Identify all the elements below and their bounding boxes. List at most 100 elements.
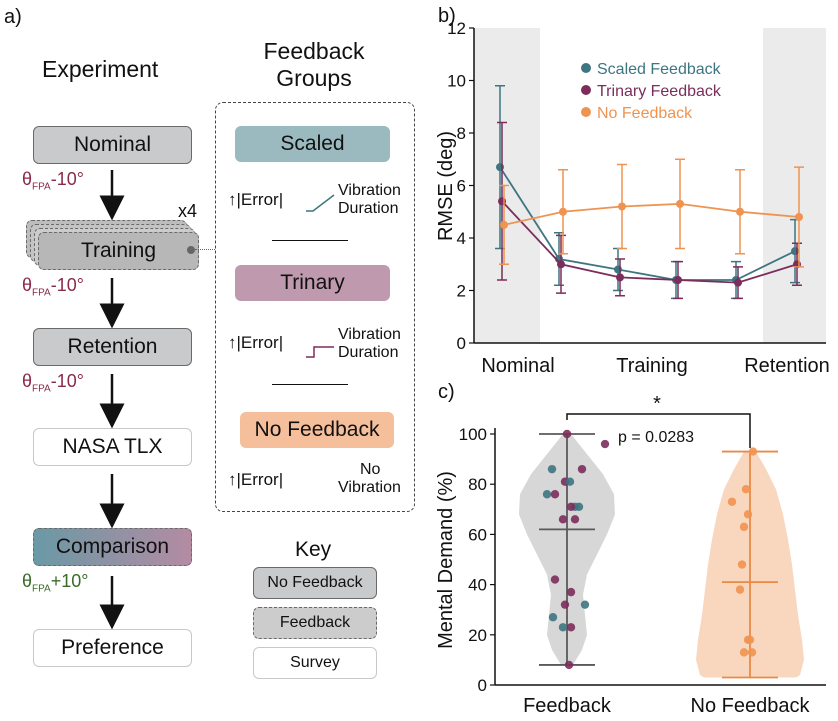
b-point	[496, 163, 504, 172]
theta-value: -10°	[50, 275, 84, 295]
step-retention-box: Retention	[33, 328, 192, 366]
c-point	[547, 464, 557, 474]
key-no-feedback: No Feedback	[253, 567, 377, 599]
b-series-line	[499, 166, 796, 281]
b-series-line	[501, 200, 798, 284]
b-legend-label: No Feedback	[597, 105, 693, 122]
b-xtick-label: Nominal	[481, 355, 554, 377]
feedback-groups-container	[215, 102, 415, 512]
nofb-no-text: No	[360, 461, 381, 478]
theta-symbol: θ	[22, 371, 33, 391]
step-training-label: Training	[80, 239, 157, 262]
b-point	[736, 207, 744, 216]
c-significance-bracket	[566, 413, 751, 448]
c-point	[735, 585, 745, 594]
b-point	[791, 247, 799, 256]
c-point	[542, 490, 552, 499]
c-point	[739, 522, 749, 532]
b-point	[734, 278, 742, 287]
c-point	[548, 613, 558, 622]
trinary-error-text: ↑|Error|	[228, 333, 284, 352]
c-point	[560, 600, 570, 609]
c-point	[564, 660, 574, 670]
group-trinary-box: Trinary	[235, 265, 390, 301]
trinary-vibration-text: Vibration	[338, 326, 401, 343]
theta-sub: FPA	[32, 383, 51, 395]
key-survey: Survey	[253, 647, 377, 679]
b-point	[616, 273, 624, 282]
c-point	[562, 429, 572, 439]
nofb-vibration-text: Vibration	[338, 479, 401, 496]
b-legend-marker	[581, 107, 591, 117]
b-ylabel: RMSE (deg)	[435, 131, 457, 241]
step-nasa-box: NASA TLX	[33, 428, 192, 466]
b-ytick-label: 6	[457, 177, 466, 196]
c-point	[565, 477, 575, 486]
b-ytick-label: 10	[447, 72, 466, 91]
theta-value: +10°	[50, 571, 89, 591]
b-xtick-label: Training	[616, 355, 688, 377]
c-significance-star: *	[653, 393, 661, 415]
c-point	[741, 485, 751, 494]
scaled-error-text: ↑|Error|	[228, 190, 284, 209]
b-ytick-label: 8	[457, 124, 466, 143]
group-no-feedback-label: No Feedback	[254, 418, 380, 441]
b-xtick-label: Retention	[744, 355, 830, 377]
key-title: Key	[295, 538, 332, 561]
c-point	[739, 648, 749, 657]
c-point	[727, 497, 737, 506]
c-point	[600, 439, 610, 449]
training-connector-dot	[187, 246, 195, 254]
step-comparison-box: Comparison	[33, 528, 192, 566]
b-ytick-label: 2	[457, 282, 466, 301]
panel-b-label: b)	[438, 5, 456, 27]
key-feedback: Feedback	[253, 607, 377, 639]
b-point	[498, 197, 506, 206]
key-survey-label: Survey	[290, 654, 340, 671]
theta-label-4: θFPA+10°	[22, 571, 88, 595]
c-point	[577, 464, 587, 474]
theta-symbol: θ	[22, 169, 33, 189]
group-scaled-box: Scaled	[235, 126, 390, 162]
scaled-vibration-text: Vibration	[338, 182, 401, 199]
c-ytick-label: 100	[459, 425, 487, 444]
b-point	[676, 199, 684, 208]
key-feedback-label: Feedback	[279, 614, 351, 631]
b-point	[500, 220, 508, 229]
nofb-error-text: ↑|Error|	[228, 470, 284, 489]
theta-value: -10°	[50, 371, 84, 391]
c-ytick-label: 20	[468, 626, 487, 645]
c-point	[748, 447, 758, 456]
theta-label-1: θFPA-10°	[22, 169, 84, 193]
b-ytick-label: 12	[447, 19, 466, 38]
c-point	[570, 515, 580, 524]
b-legend-label: Trinary Feedback	[597, 83, 722, 100]
theta-sub: FPA	[32, 583, 51, 595]
flow-arrows	[99, 170, 125, 630]
c-point	[747, 648, 757, 657]
c-ylabel: Mental Demand (%)	[435, 471, 457, 649]
trinary-duration-text: Duration	[338, 344, 399, 361]
theta-sub: FPA	[32, 287, 51, 299]
c-significance-text: p = 0.0283	[618, 429, 694, 446]
b-legend-label: Scaled Feedback	[597, 61, 722, 78]
scaled-ramp-icon	[306, 194, 335, 212]
b-point	[559, 207, 567, 216]
trinary-step-icon	[306, 346, 334, 358]
b-point	[614, 265, 622, 274]
c-point	[566, 623, 576, 632]
step-preference-label: Preference	[61, 636, 164, 659]
training-reps: x4	[178, 201, 198, 221]
b-ytick-label: 0	[457, 334, 466, 353]
feedback-groups-title-line2: Groups	[276, 65, 352, 91]
theta-sub: FPA	[32, 181, 51, 193]
step-comparison-label: Comparison	[55, 535, 170, 558]
b-point	[795, 213, 803, 221]
b-series-line	[503, 202, 800, 226]
c-point	[566, 587, 576, 597]
feedback-groups-title-line1: Feedback	[263, 38, 365, 64]
c-ytick-label: 40	[468, 576, 487, 595]
panel-c-label: c)	[438, 381, 455, 403]
